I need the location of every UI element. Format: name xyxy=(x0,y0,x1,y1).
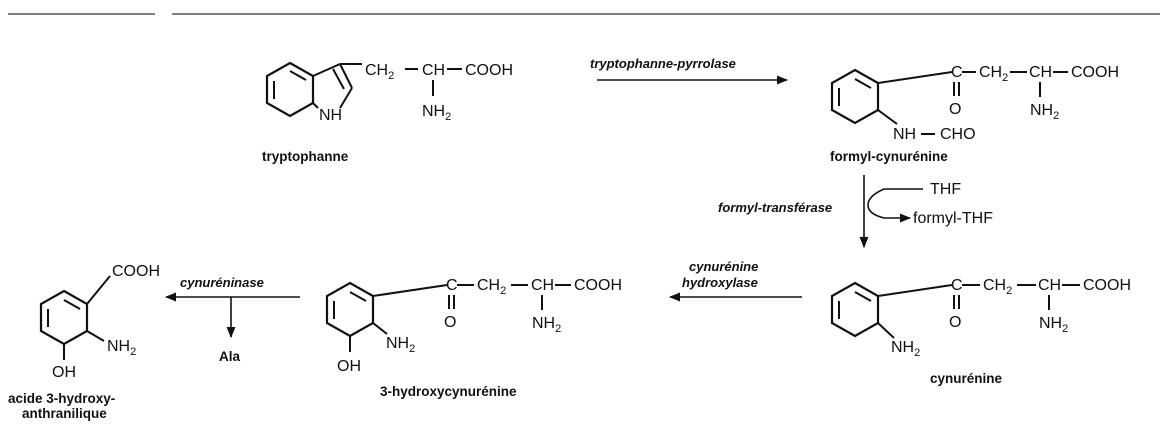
hc-ring-nh2: NH2 xyxy=(386,335,415,355)
formyl-cynurenine-structure: C CH2 CH COOH O NH2 NH CHO xyxy=(830,64,1119,143)
hc-oxygen: O xyxy=(444,314,456,331)
fc-nh2: NH2 xyxy=(1030,102,1059,122)
hydroxycynurenine-name: 3-hydroxycynurénine xyxy=(380,384,517,399)
cynurenine-structure: C CH2 CH COOH O NH2 NH2 xyxy=(830,277,1131,359)
tryptophan-name: tryptophanne xyxy=(262,149,349,164)
hc-ch: CH xyxy=(531,277,554,294)
fc-nh: NH xyxy=(893,126,916,143)
tryptophan-ch2: CH2 xyxy=(365,62,394,82)
fc-cho: CHO xyxy=(940,126,976,143)
ha-cooh: COOH xyxy=(112,263,160,280)
fc-oxygen: O xyxy=(949,101,961,118)
cyn-oxygen: O xyxy=(949,314,961,331)
fc-cooh: COOH xyxy=(1071,64,1119,81)
formyl-cynurenine-name: formyl-cynurénine xyxy=(830,149,948,164)
hc-oh: OH xyxy=(337,358,361,375)
hc-ch2: CH2 xyxy=(477,277,506,297)
tryptophan-nh2: NH2 xyxy=(422,103,451,123)
hc-carbonyl-c: C xyxy=(446,277,458,294)
hydroxyanthranilic-structure: COOH NH2 OH xyxy=(39,263,160,381)
ha-oh: OH xyxy=(52,364,76,381)
enzyme-cynureninase: cynuréninase xyxy=(180,275,264,290)
fc-ch2: CH2 xyxy=(979,64,1008,84)
tryptophan-ch: CH xyxy=(422,62,445,79)
hydroxycynurenine-structure: C CH2 CH COOH O NH2 NH2 OH xyxy=(325,277,622,375)
cyn-carbonyl-c: C xyxy=(951,277,963,294)
cofactor-formyl-thf: formyl-THF xyxy=(913,210,993,227)
tryptophan-structure: NH CH2 CH COOH NH2 xyxy=(265,61,513,124)
fc-carbonyl-c: C xyxy=(951,64,963,81)
enzyme-formyl-transferase: formyl-transférase xyxy=(718,200,832,215)
enzyme-cynurenine-hydroxylase-line2: hydroxylase xyxy=(682,275,758,290)
hydroxyanthranilic-name-line2: anthranilique xyxy=(22,406,107,421)
cyn-nh2: NH2 xyxy=(1039,315,1068,335)
cyn-ch: CH xyxy=(1038,277,1061,294)
enzyme-cynurenine-hydroxylase-line1: cynurénine xyxy=(689,259,758,274)
cofactor-ala: Ala xyxy=(219,349,241,364)
cynurenine-name: cynurénine xyxy=(930,371,1003,386)
tryptophan-cooh: COOH xyxy=(465,62,513,79)
fc-ch: CH xyxy=(1029,64,1052,81)
tryptophan-ring-nh: NH xyxy=(319,107,342,124)
cyn-ch2: CH2 xyxy=(983,277,1012,297)
hc-cooh: COOH xyxy=(574,277,622,294)
cyn-ring-nh2: NH2 xyxy=(891,339,920,359)
ha-nh2: NH2 xyxy=(107,338,136,358)
hc-nh2: NH2 xyxy=(532,315,561,335)
thf-cofactor-arrow xyxy=(867,188,923,223)
enzyme-tryptophan-pyrrolase: tryptophanne-pyrrolase xyxy=(590,56,736,71)
cofactor-thf: THF xyxy=(930,181,961,198)
hydroxyanthranilic-name-line1: acide 3-hydroxy- xyxy=(8,391,115,406)
cyn-cooh: COOH xyxy=(1083,277,1131,294)
